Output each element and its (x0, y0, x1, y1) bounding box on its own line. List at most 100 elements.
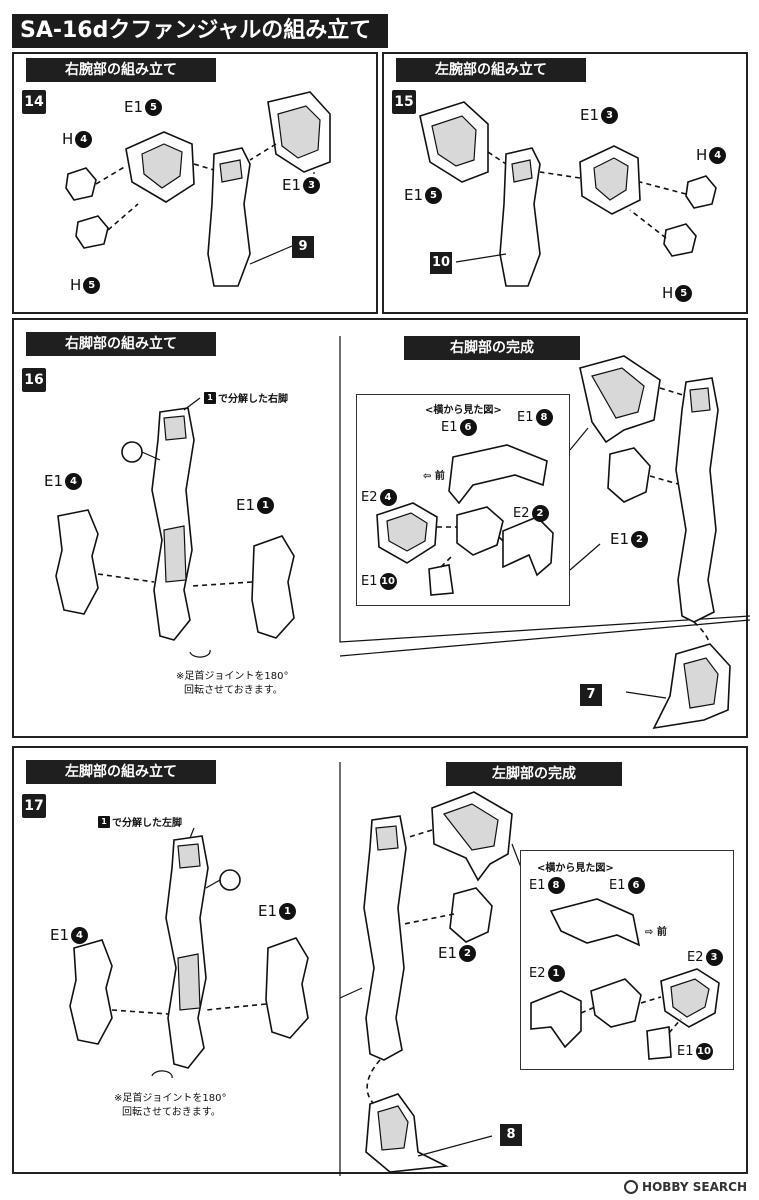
note-line: ※足首ジョイントを180° (176, 671, 289, 682)
front-direction-label: ⇨ 前 (645, 927, 667, 938)
label-text: E1 (580, 106, 600, 124)
label-text: E2 (529, 966, 546, 981)
label-text: H (662, 284, 674, 302)
step-15-number: 15 (392, 90, 416, 114)
part-number: 8 (535, 409, 553, 426)
part-number: 1 (279, 902, 297, 920)
part-number: 2 (459, 944, 477, 962)
label-text: E1 (610, 530, 630, 548)
step-16-panel: 右脚部の組み立て 16 右脚部の完成 (12, 318, 750, 738)
part-number: 4 (379, 489, 397, 506)
part-number: 5 (425, 186, 443, 204)
step-15-illustration (419, 101, 717, 287)
caption-step-ref: 1 (98, 815, 110, 828)
part-number: 5 (145, 98, 163, 116)
label-text: E1 (529, 878, 546, 893)
note-line: 回転させておきます。 (184, 685, 283, 696)
label-text: E1 (441, 420, 458, 435)
caption-text: で分解した左脚 (112, 818, 182, 829)
caption-text: で分解した右脚 (218, 394, 288, 405)
step-15-ref-10: 10 (430, 252, 452, 274)
label-text: E2 (687, 950, 704, 965)
step-16-note: ※足首ジョイントを180° 回転させておきます。 (176, 670, 288, 698)
inset-illustration (530, 898, 720, 1060)
step-17-note: ※足首ジョイントを180°回転させておきます。 (114, 1092, 226, 1120)
part-number: 3 (303, 176, 321, 194)
label-text: E1 (361, 574, 378, 589)
label-text: E1 (438, 944, 458, 962)
side-view-heading: <横から見た図> (537, 863, 614, 874)
label-text: E1 (609, 878, 626, 893)
label-text: E2 (361, 490, 378, 505)
part-number: 8 (547, 877, 565, 894)
inset-illustration (376, 444, 554, 596)
step-15-section-title: 左腕部の組み立て (396, 58, 586, 82)
part-number: 1 (257, 496, 275, 514)
part-number: 6 (459, 419, 477, 436)
label-text: H (696, 146, 708, 164)
left-leg-ref-8: 8 (500, 1124, 522, 1146)
step-16-section-title: 右脚部の組み立て (26, 332, 216, 356)
step-14-ref-9: 9 (292, 236, 314, 258)
left-leg-complete-title: 左脚部の完成 (446, 762, 622, 786)
logo-mark-icon (624, 1180, 639, 1194)
part-number: 4 (709, 146, 727, 164)
note-line: ※足首ジョイントを180° (114, 1093, 227, 1104)
step-16-number: 16 (22, 368, 46, 392)
label-text: E1 (677, 1044, 694, 1059)
part-number: 10 (695, 1043, 713, 1060)
part-number: 4 (65, 472, 83, 490)
step-14-illustration (65, 91, 331, 287)
part-number: 2 (631, 530, 649, 548)
brand-text: HOBBY SEARCH (642, 1180, 747, 1194)
part-number: 10 (379, 573, 397, 590)
label-text: E1 (258, 902, 278, 920)
part-number: 4 (75, 130, 93, 148)
right-leg-complete-title: 右脚部の完成 (404, 336, 580, 360)
part-number: 4 (71, 926, 89, 944)
label-text: E1 (44, 472, 64, 490)
label-text: E1 (282, 176, 302, 194)
part-number: 5 (83, 276, 101, 294)
label-text: E1 (517, 410, 534, 425)
front-text: 前 (434, 471, 445, 482)
step-14-number: 14 (22, 90, 46, 114)
right-leg-ref-7: 7 (580, 684, 602, 706)
part-number: 1 (547, 965, 565, 982)
caption-step-ref: 1 (204, 391, 216, 404)
page-title: SA-16dクファンジャルの組み立て (12, 14, 388, 48)
step-14-section-title: 右腕部の組み立て (26, 58, 216, 82)
front-text: 前 (656, 927, 667, 938)
label-text: E1 (236, 496, 256, 514)
part-number: 3 (705, 949, 723, 966)
step-17-number: 17 (22, 794, 46, 818)
part-number: 6 (627, 877, 645, 894)
hobby-search-logo: HOBBY SEARCH (624, 1180, 747, 1194)
label-text: E2 (513, 506, 530, 521)
